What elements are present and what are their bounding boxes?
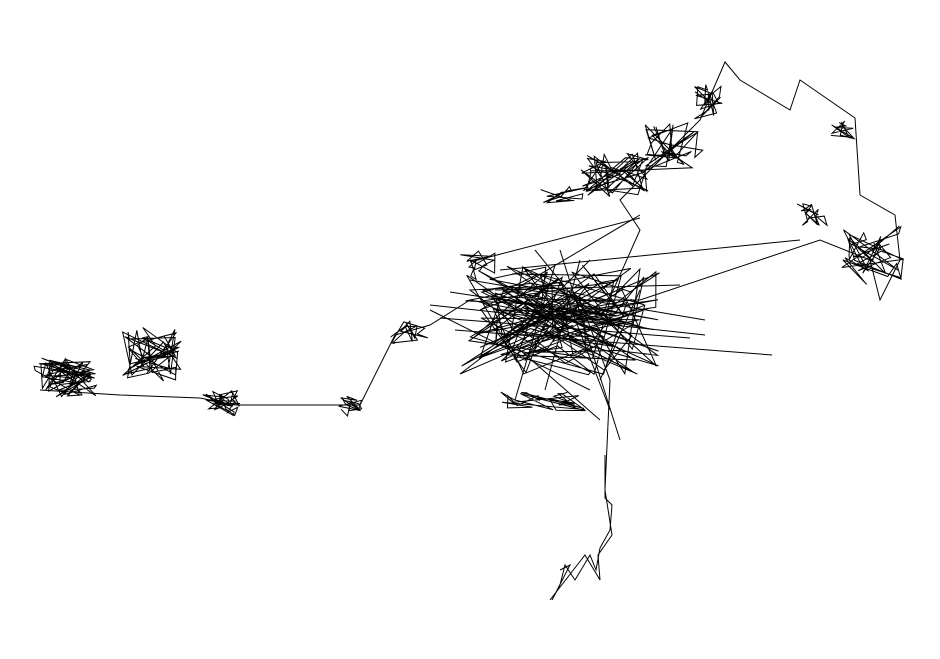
- center-hub-cluster: [459, 264, 660, 376]
- left-center-cluster: [202, 390, 241, 417]
- hub-spoke: [499, 239, 801, 271]
- far-right-cluster: [796, 203, 828, 227]
- upper-right-cluster: [580, 152, 649, 197]
- far-right-cluster: [841, 225, 905, 285]
- middle-left-cluster: [460, 250, 496, 281]
- hub-spoke: [449, 291, 601, 316]
- hub-spoke: [534, 249, 601, 331]
- hub-spoke: [429, 304, 706, 336]
- bottom-tail: [551, 455, 613, 601]
- hub-spoke: [429, 309, 591, 391]
- hub-spoke: [439, 317, 691, 339]
- hub-spoke: [469, 279, 706, 321]
- hub-spoke: [454, 329, 773, 356]
- connector-line: [39, 61, 901, 601]
- hub-spoke: [559, 249, 621, 441]
- hub-spoke: [514, 264, 556, 401]
- hub-spoke: [479, 214, 641, 311]
- middle-left-cluster: [390, 320, 428, 345]
- left-cluster: [33, 357, 98, 398]
- far-right-cluster: [830, 120, 856, 140]
- hub-spoke: [599, 289, 641, 381]
- left-cluster: [121, 327, 182, 382]
- upper-right-cluster: [694, 84, 723, 120]
- hub-spoke: [494, 284, 681, 291]
- center-hub-cluster: [500, 391, 586, 412]
- hub-spoke: [544, 259, 581, 391]
- upper-right-cluster: [540, 185, 589, 204]
- left-center-cluster: [338, 395, 363, 418]
- upper-right-cluster: [644, 122, 704, 171]
- hub-spoke: [469, 217, 641, 263]
